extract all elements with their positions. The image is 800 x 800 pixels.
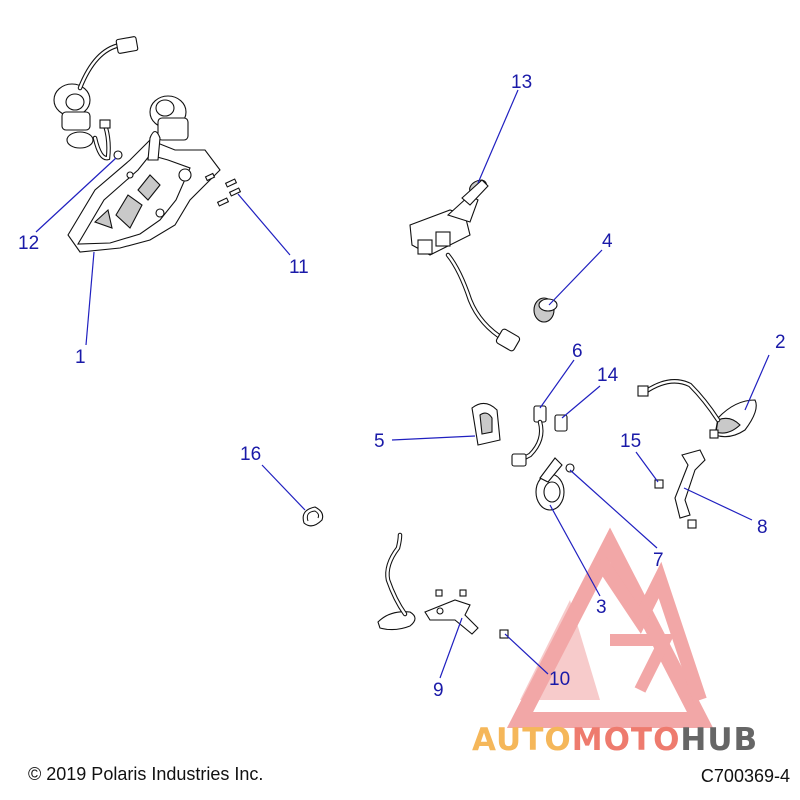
light-assembly (637, 379, 757, 438)
bracket-assembly (53, 36, 221, 253)
nut-7 (565, 463, 575, 473)
leader-10 (504, 633, 549, 675)
leader-5 (391, 435, 476, 441)
callout-7: 7 (653, 550, 664, 571)
leader-lines (35, 89, 770, 679)
screw-10 (499, 629, 509, 639)
callout-1: 1 (75, 347, 86, 368)
copyright-text: © 2019 Polaris Industries Inc. (28, 764, 264, 784)
callout-16: 16 (240, 444, 261, 465)
callout-5: 5 (374, 431, 385, 452)
leader-11 (237, 193, 291, 256)
leader-15 (635, 451, 659, 483)
pigtail-harness (511, 405, 547, 467)
callout-10: 10 (549, 669, 570, 690)
leader-16 (261, 464, 306, 511)
clamp-ring (302, 506, 324, 527)
watermark-hub: HUB (680, 722, 758, 758)
leader-14 (561, 385, 601, 419)
leader-9 (439, 617, 463, 679)
callout-8: 8 (757, 517, 768, 538)
leader-13 (477, 89, 519, 184)
leader-8 (683, 487, 753, 521)
leader-7 (569, 469, 658, 549)
callout-14: 14 (597, 365, 619, 386)
callout-13: 13 (511, 72, 532, 93)
callout-2: 2 (775, 332, 786, 353)
watermark-auto: AUTO (472, 722, 572, 758)
watermark-text: AUTOMOTOHUB (472, 722, 758, 758)
screw-set-11 (204, 172, 242, 207)
leader-12 (35, 157, 117, 233)
leader-6 (539, 359, 575, 409)
callout-15: 15 (620, 431, 641, 452)
leader-2 (744, 354, 770, 411)
lower-light-assembly (377, 532, 479, 635)
callout-labels: 1 2 3 4 5 6 7 8 9 10 11 12 13 14 15 16 (18, 72, 786, 701)
callout-12: 12 (18, 233, 39, 254)
watermark-moto: MOTO (572, 722, 681, 758)
watermark-logo (506, 527, 714, 728)
callout-6: 6 (572, 341, 583, 362)
grommet (533, 297, 558, 323)
callout-4: 4 (602, 231, 613, 252)
callout-3: 3 (596, 597, 607, 618)
light-bracket (674, 449, 706, 519)
leader-3 (549, 504, 601, 597)
control-module (409, 179, 521, 352)
leader-4 (548, 249, 603, 306)
diagram-code: C700369-4 (700, 766, 790, 786)
screws-15 (654, 429, 719, 529)
fuse (554, 414, 568, 432)
leader-1 (85, 251, 95, 346)
callout-11: 11 (289, 257, 309, 278)
horn (535, 457, 565, 511)
callout-9: 9 (433, 680, 444, 701)
boot-cover (471, 402, 501, 446)
